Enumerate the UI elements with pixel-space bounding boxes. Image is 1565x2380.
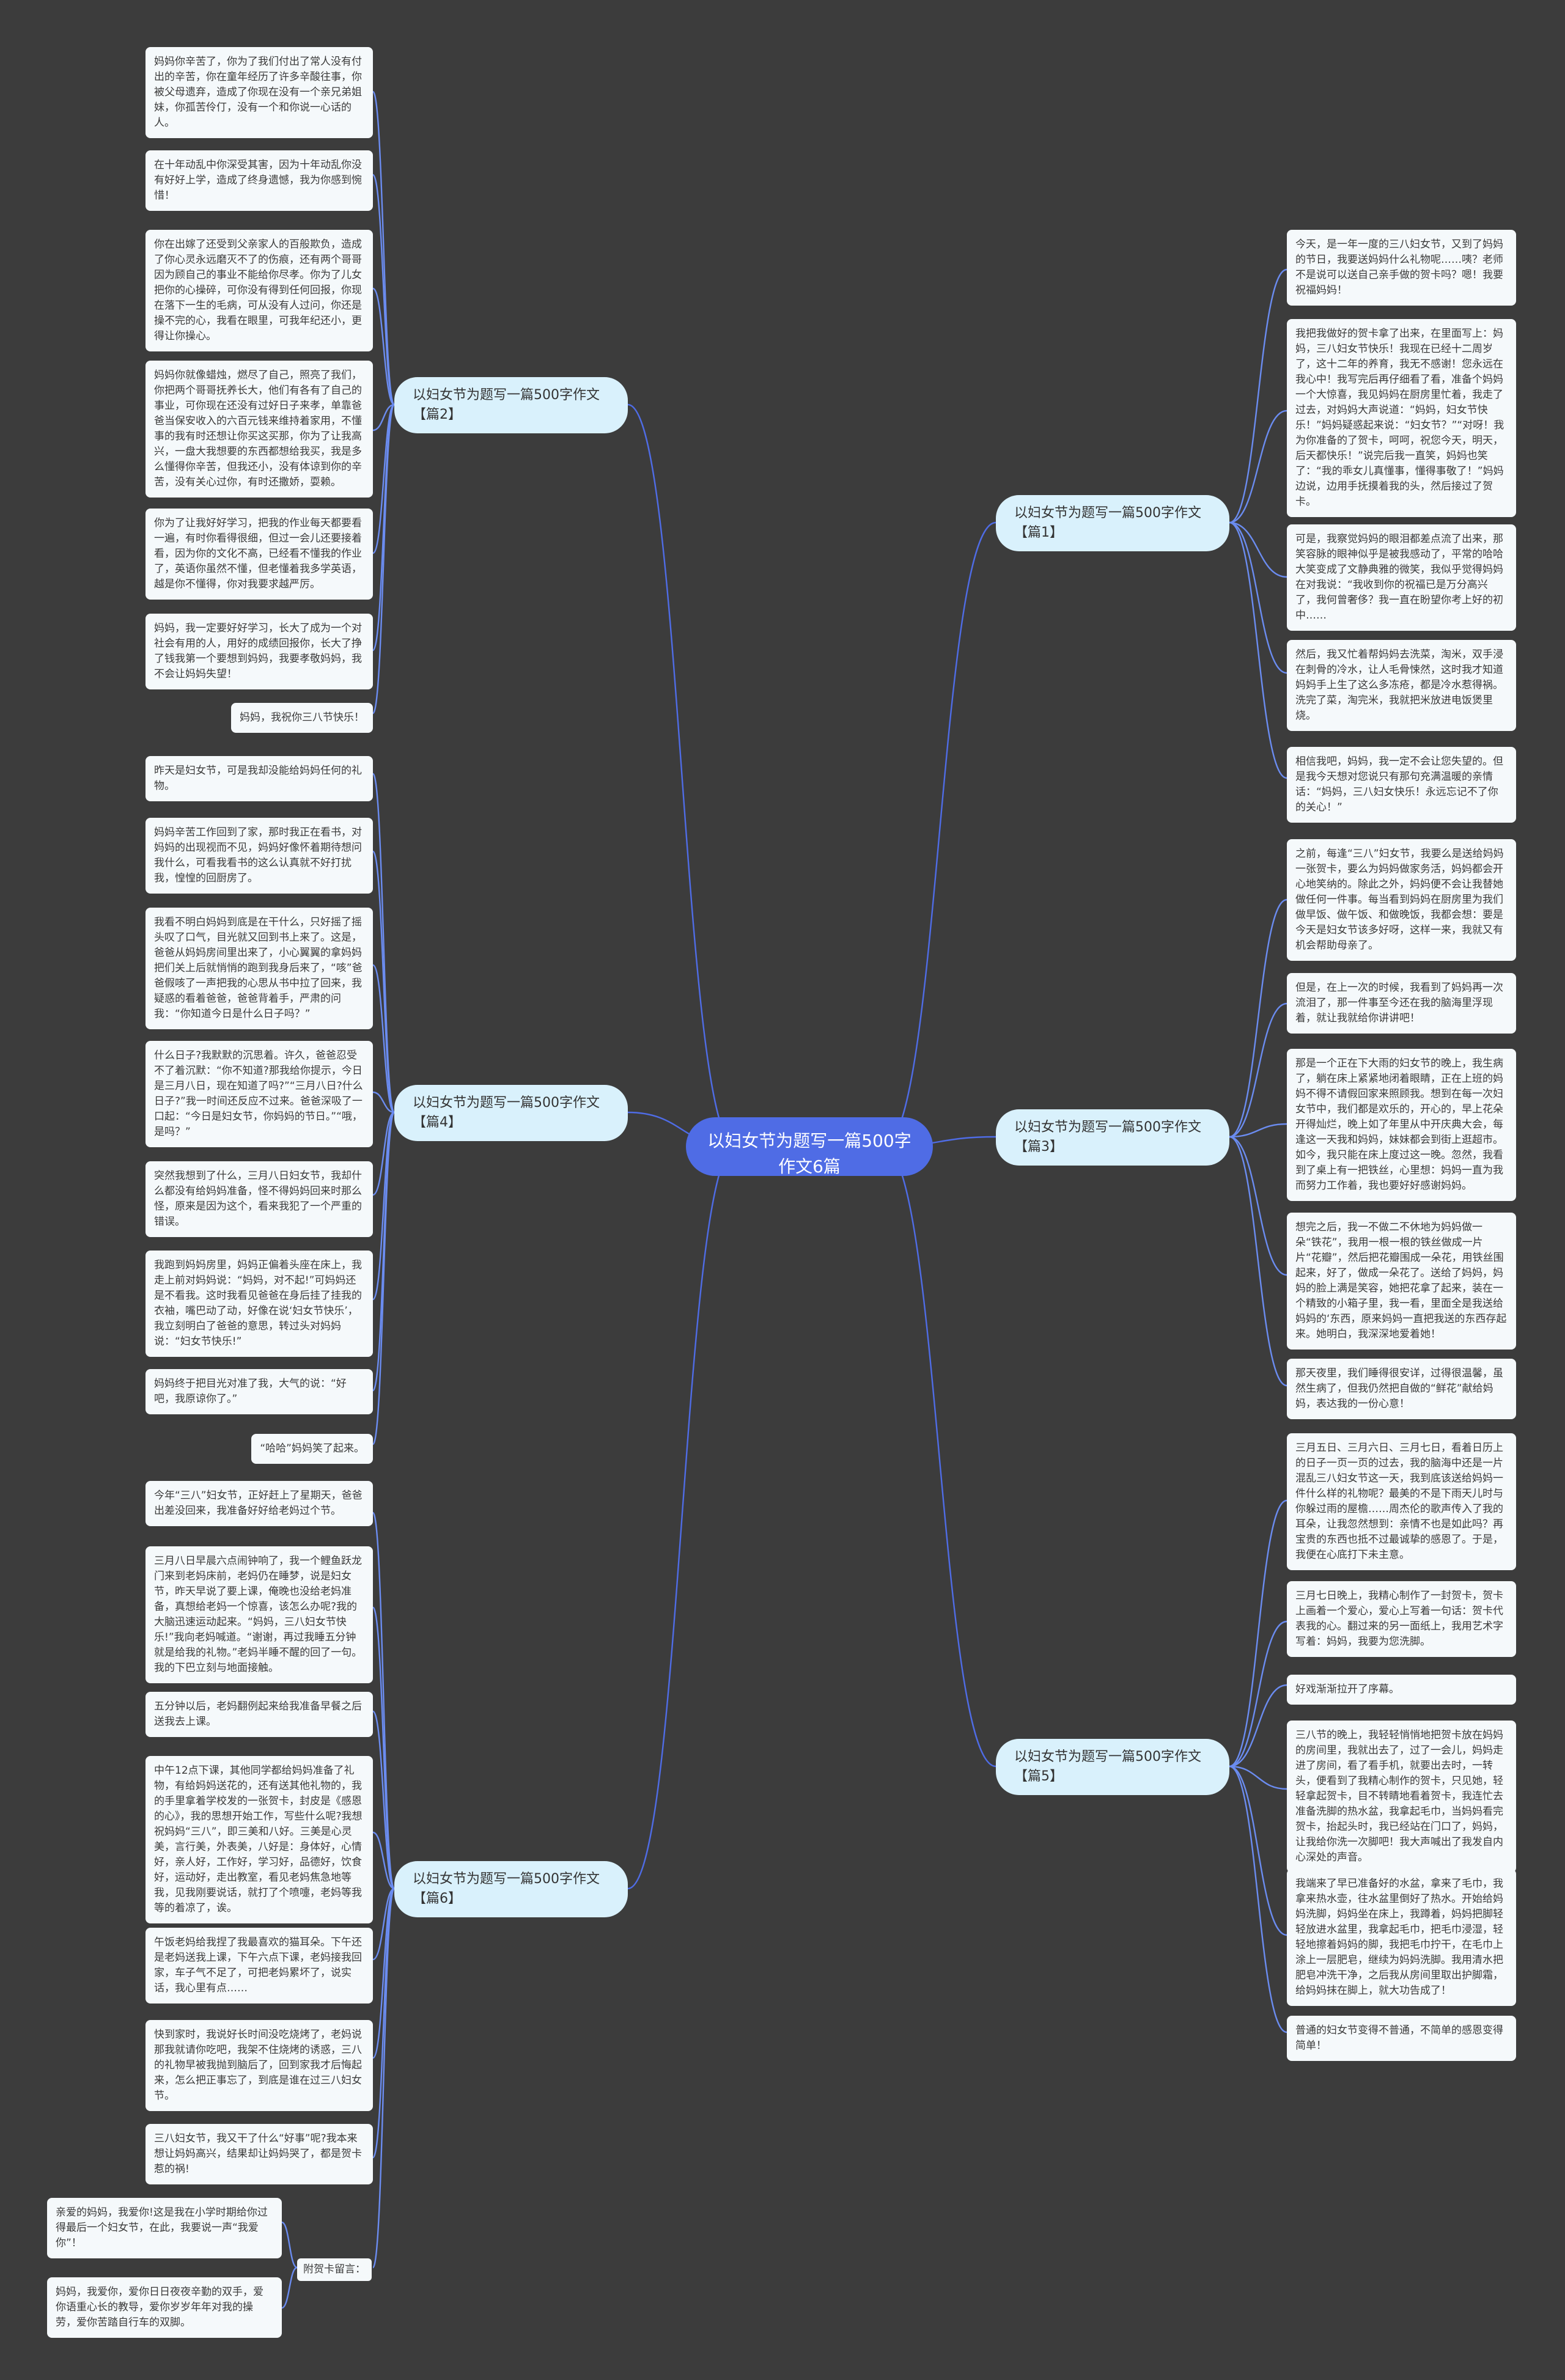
connector [372,287,395,406]
leaf-text: 然后，我又忙着帮妈妈去洗菜，淘米，双手浸在刺骨的冷水，让人毛骨悚然，这时我才知道… [1287,640,1516,731]
leaf-text: 妈妈辛苦工作回到了家，那时我正在看书，对妈妈的出现视而不见，妈妈好像怀着期待想问… [145,818,373,894]
leaf-text: 妈妈，我祝你三八节快乐！ [231,703,373,733]
connector [372,1606,396,1890]
connector [1229,1499,1287,1768]
leaf-text: 妈妈，我一定要好好学习，长大了成为一个对社会有用的人，用好的成绩回报你，长大了挣… [145,614,373,689]
leaf-text: 那天夜里，我们睡得很安详，过得很温馨，虽然生病了，但我仍然把自做的“鲜花”献给妈… [1287,1359,1516,1419]
connector [372,1091,395,1114]
leaf-text: 我跑到妈妈房里，妈妈正偏着头座在床上，我走上前对妈妈说：“妈妈，对不起!”可妈妈… [145,1251,373,1357]
leaf-text: 在十年动乱中你深受其害，因为十年动乱你没有好好上学，造成了终身遗憾，我为你感到惋… [145,150,373,211]
leaf-text: 但是，在上一次的时候，我看到了妈妈再一次流泪了，那一件事至今还在我的脑海里浮现着… [1287,973,1516,1034]
connector [1229,521,1287,779]
card-message-text: 亲爱的妈妈，我爱你!这是我在小学时期给你过得最后一个妇女节，在此，我要说一声“我… [47,2198,282,2258]
connector [1229,521,1287,578]
leaf-text: 相信我吧，妈妈，我一定不会让您失望的。但是我今天想对您说只有那句充满温暖的亲情话… [1287,747,1516,823]
connector [1229,1002,1287,1138]
leaf-text: 你在出嫁了还受到父亲家人的百般欺负，造成了你心灵永远磨灭不了的伤痕，还有两个哥哥… [145,230,373,351]
leaf-text: 快到家时，我说好长时间没吃烧烤了，老妈说那我就请你吃吧，我架不住烧烤的诱惑，三八… [145,2020,373,2111]
leaf-text: 什么日子?我默默的沉思着。许久，爸爸忍受不了着沉默：“你不知道?那我给你提示，今… [145,1041,373,1147]
leaf-text: 三月七日晚上，我精心制作了一封贺卡，贺卡上画着一个爱心，爱心上写着一句话：贺卡代… [1287,1581,1516,1657]
leaf-text: 我看不明白妈妈到底是在干什么，只好摇了摇头叹了口气，目光就又回到书上来了。这是，… [145,908,373,1029]
connector [281,2221,298,2269]
connector [1229,1123,1287,1138]
connector [372,1111,395,1196]
leaf-text: 妈妈你辛苦了，你为了我们付出了常人没有付出的辛苦，你在童年经历了许多辛酸往事，你… [145,47,373,138]
connector [372,1887,396,2059]
connector [372,1710,396,1890]
leaf-text: 我端来了早已准备好的水盆，拿来了毛巾，我拿来热水壶，往水盆里倒好了热水。开始给妈… [1287,1869,1516,2006]
leaf-text: 好戏渐渐拉开了序幕。 [1287,1675,1516,1705]
connector [1229,1136,1287,1276]
leaf-text: 今年“三八”妇女节，正好赶上了星期天，爸爸出差没回来，我准备好好给老妈过个节。 [145,1481,373,1526]
leaf-text: 三月五日、三月六日、三月七日，看着日历上的日子一页一页的过去，我的脑海中还是一片… [1287,1433,1516,1570]
leaf-text: 昨天是妇女节，可是我却没能给妈妈任何的礼物。 [145,756,373,801]
connector [372,1887,395,1961]
connector [372,403,395,432]
connector [372,403,396,714]
leaf-text: 三月八日早晨六点闹钟响了，我一个鲤鱼跃龙门来到老妈床前，老妈仍在睡梦，说是妇女节… [145,1546,373,1683]
connector [372,850,396,1114]
root-topic[interactable]: 以妇女节为题写一篇500字作文6篇 [686,1117,933,1177]
leaf-text: 妈妈终于把目光对准了我，大气的说：“好吧，我原谅你了。” [145,1369,373,1414]
branch-b3[interactable]: 以妇女节为题写一篇500字作文【篇3】 [996,1109,1229,1166]
leaf-text: 突然我想到了什么，三月八日妇女节，我却什么都没有给妈妈准备，怪不得妈妈回来时那么… [145,1161,373,1237]
connector [281,2266,298,2309]
connector [372,403,396,554]
connector [1229,1765,1287,1790]
connector [372,90,396,406]
connector [1229,410,1287,524]
connector [372,1831,395,1890]
leaf-text: 中午12点下课，其他同学都给妈妈准备了礼物，有给妈妈送花的，还有送其他礼物的，我… [145,1756,373,1923]
connector [627,1145,737,1890]
connector [372,964,396,1114]
leaf-text: 五分钟以后，老妈翻例起来给我准备早餐之后送我去上课。 [145,1692,373,1737]
connector [882,521,996,1148]
leaf-text: 三八妇女节，我又干了什么“好事”呢?我本来想让妈妈高兴，结果却让妈妈哭了，都是贺… [145,2124,373,2184]
leaf-text: 想完之后，我一不做二不休地为妈妈做一朵“铁花”，我用一根一根的铁丝做成一片片“花… [1287,1213,1516,1350]
leaf-text: 今天，是一年一度的三八妇女节，又到了妈妈的节日，我要送妈妈什么礼物呢……咦？老师… [1287,230,1516,306]
leaf-text: “哈哈”妈妈笑了起来。 [251,1434,373,1464]
connector [1229,1620,1287,1768]
connector [1229,268,1287,524]
connector [372,1511,396,1890]
connector [372,1111,396,1445]
leaf-text: 那是一个正在下大雨的妇女节的晚上，我生病了，躺在床上紧紧地闭着眼睛，正在上班的妈… [1287,1049,1516,1201]
leaf-text: 三八节的晚上，我轻轻悄悄地把贺卡放在妈妈的房间里，我就出去了，过了一会儿，妈妈走… [1287,1721,1516,1873]
connector [627,403,737,1148]
connector [1229,1684,1287,1768]
leaf-text: 之前，每逢“三八”妇女节，我要么是送给妈妈一张贺卡，要么为妈妈做家务活，妈妈都会… [1287,839,1516,961]
connector [882,1145,996,1768]
connector [372,1887,396,2159]
connector [1229,1765,1287,1936]
connector [372,403,396,652]
connector [1229,521,1287,674]
branch-b4[interactable]: 以妇女节为题写一篇500字作文【篇4】 [394,1085,628,1141]
leaf-text: 我把我做好的贺卡拿了出来，在里面写上：妈妈，三八妇女节快乐！我现在已经十二周岁了… [1287,319,1516,517]
connector [372,174,396,406]
branch-b5[interactable]: 以妇女节为题写一篇500字作文【篇5】 [996,1739,1229,1795]
leaf-text: 你为了让我好好学习，把我的作业每天都要看一遍，有时你看得很细，但过一会儿还要接着… [145,509,373,600]
connector [372,773,396,1114]
leaf-text: 普通的妇女节变得不普通，不简单的感恩变得简单！ [1287,2016,1516,2061]
branch-b2[interactable]: 以妇女节为题写一篇500字作文【篇2】 [394,377,628,433]
leaf-text: 午饭老妈给我捏了我最喜欢的猫耳朵。下午还是老妈送我上课，下午六点下课，老妈接我回… [145,1928,373,2004]
branch-b6[interactable]: 以妇女节为题写一篇500字作文【篇6】 [394,1861,628,1917]
card-message-text: 妈妈，我爱你，爱你日日夜夜辛勤的双手，爱你语重心长的教导，爱你岁岁年年对我的操劳… [47,2277,282,2338]
leaf-text: 可是，我察觉妈妈的眼泪都差点流了出来，那笑容脉的眼神似乎是被我感动了，平常的哈哈… [1287,524,1516,631]
card-message-label[interactable]: 附贺卡留言： [297,2258,372,2281]
connector [1229,1765,1287,2033]
leaf-text: 妈妈你就像蜡烛，燃尽了自己，照亮了我们，你把两个哥哥抚养长大，他们有各有了自己的… [145,361,373,498]
connector [372,1887,396,2269]
connector [1229,898,1287,1138]
connector [1229,1136,1287,1387]
branch-b1[interactable]: 以妇女节为题写一篇500字作文【篇1】 [996,495,1229,551]
